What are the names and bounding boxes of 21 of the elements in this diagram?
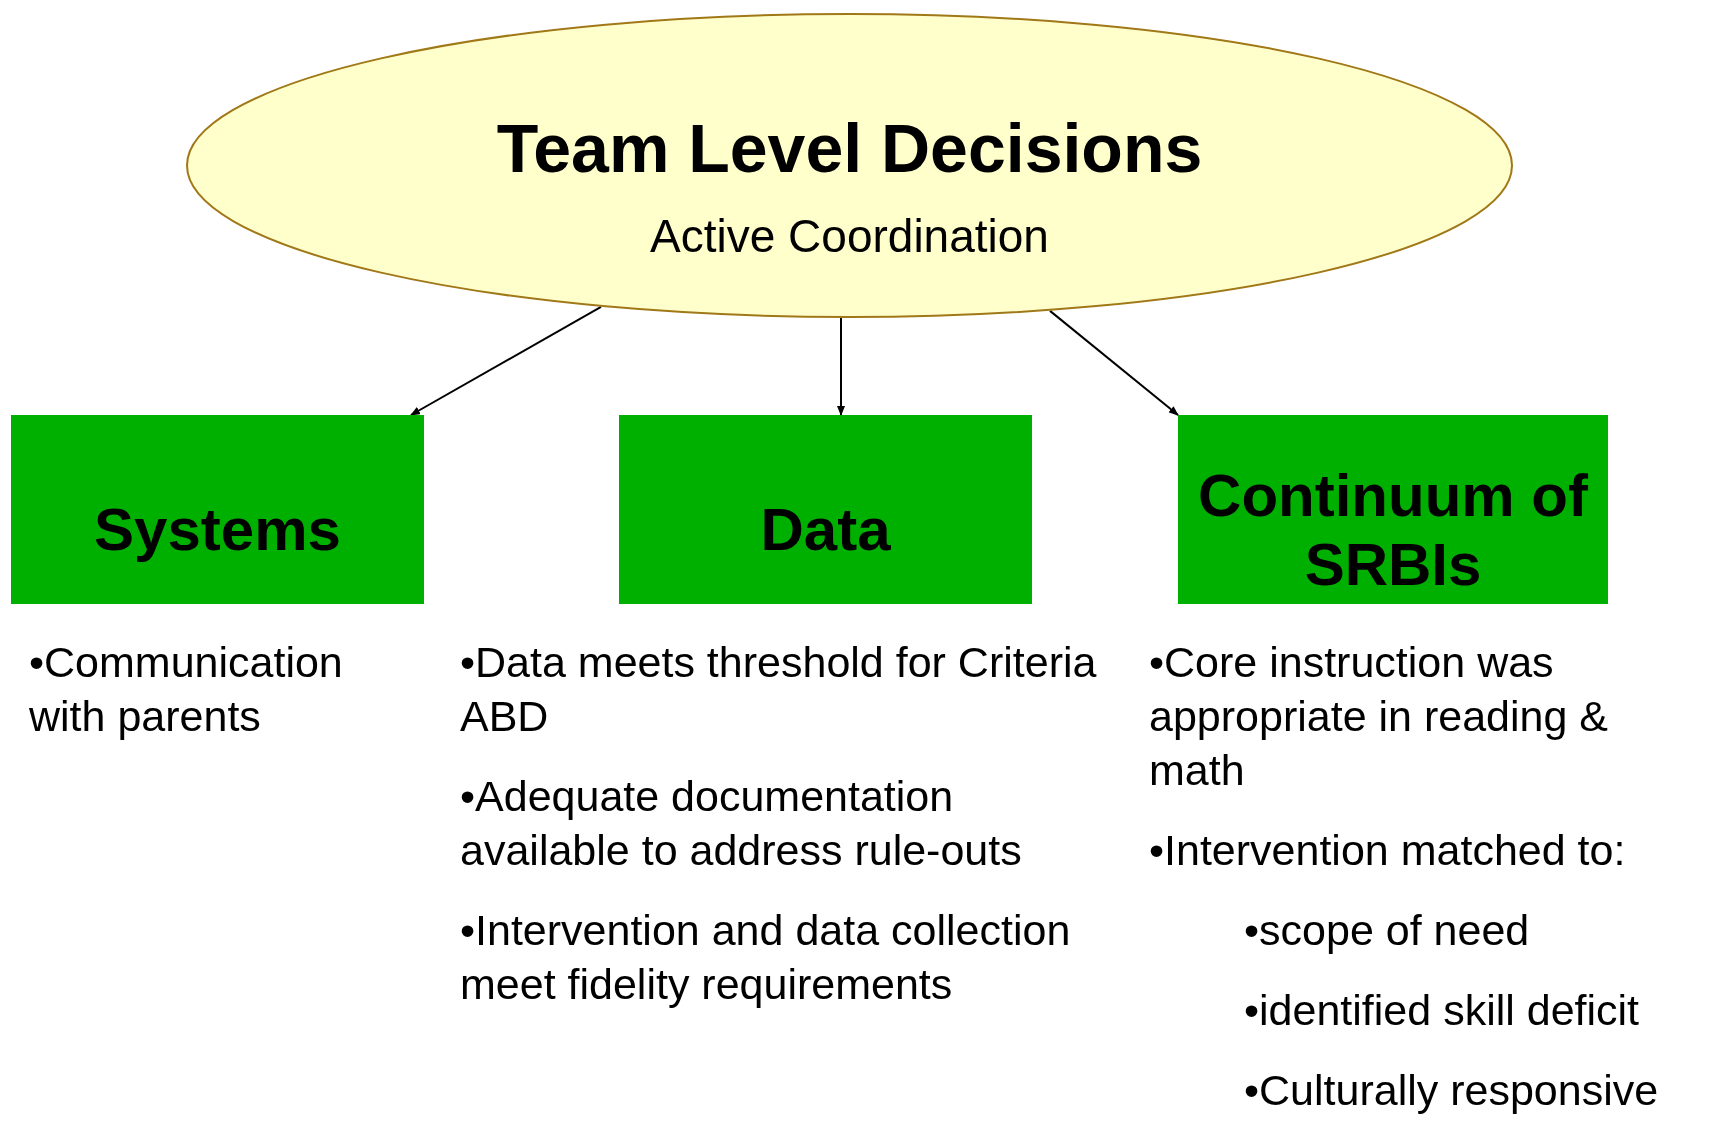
arrow: [1049, 309, 1179, 416]
bullet-text: •Communication with parents: [29, 637, 344, 742]
bullet-text: •scope of need: [1244, 905, 1531, 956]
decision-ellipse: [186, 13, 1513, 318]
category-box: [1178, 415, 1608, 604]
bullet-text: •Data meets threshold for Criteria ABD: [460, 637, 1098, 742]
bullet-text: •Core instruction was appropriate in reading & math: [1149, 637, 1609, 796]
box-label: Systems: [94, 495, 341, 564]
bullet-text: •Adequate documentation available to address rule-outs: [460, 771, 1023, 876]
category-box: [619, 415, 1032, 604]
bullet-text: •Intervention matched to:: [1149, 825, 1627, 876]
title-text: Team Level Decisions: [496, 108, 1203, 187]
arrow: [837, 317, 845, 416]
box-label: Continuum of SRBIs: [1197, 460, 1589, 599]
box-label: Data: [760, 495, 891, 564]
arrow: [410, 305, 602, 416]
bullet-text: •Culturally responsive: [1244, 1065, 1660, 1116]
bullet-text: •identified skill deficit: [1244, 985, 1641, 1036]
bullet-text: •Intervention and data collection meet fidelity requirements: [460, 905, 1072, 1010]
subtitle-text: Active Coordination: [650, 208, 1049, 263]
category-box: [11, 415, 424, 604]
